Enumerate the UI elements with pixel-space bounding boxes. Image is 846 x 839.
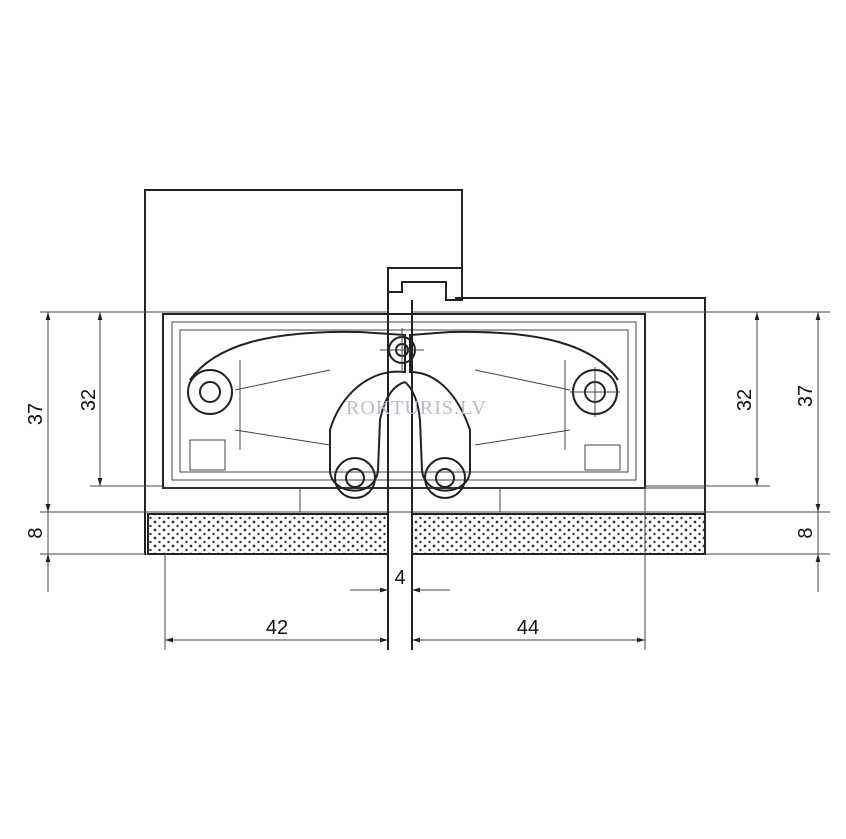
dim-label-44: 44 bbox=[517, 617, 539, 639]
frame-notch bbox=[387, 268, 463, 301]
dim-label-left-32: 32 bbox=[78, 389, 100, 411]
hinge-arm-right bbox=[404, 330, 619, 492]
cover-strip-right bbox=[411, 513, 706, 555]
cover-strip-left bbox=[147, 513, 389, 555]
dim-label-42: 42 bbox=[266, 617, 288, 639]
dim-label-right-8: 8 bbox=[795, 527, 817, 538]
watermark: ROKTURIS.LV bbox=[346, 397, 487, 419]
dim-label-gap-4: 4 bbox=[394, 567, 405, 589]
pivot-pins bbox=[187, 328, 620, 499]
door-leaf-outline bbox=[144, 189, 463, 312]
dim-label-left-37: 37 bbox=[25, 403, 47, 425]
dim-label-right-37: 37 bbox=[795, 385, 817, 407]
dim-label-right-32: 32 bbox=[734, 389, 756, 411]
hinge-arm-left bbox=[189, 330, 406, 492]
dim-label-left-8: 8 bbox=[25, 527, 47, 538]
frame-outline bbox=[455, 297, 706, 555]
